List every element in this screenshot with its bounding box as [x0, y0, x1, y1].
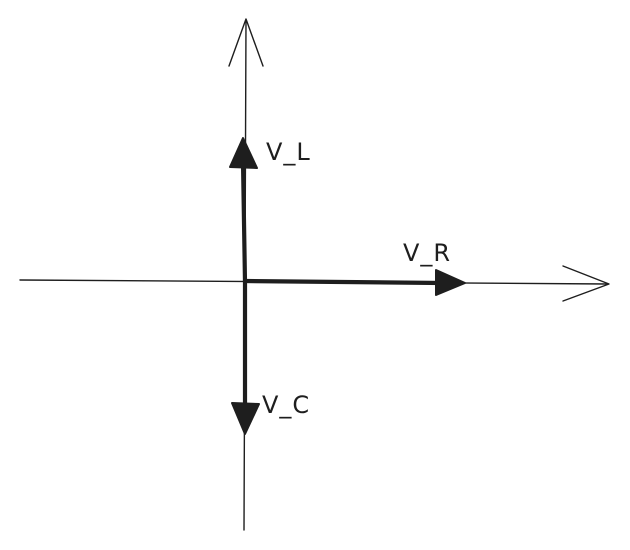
vector-v-l-arrowhead: [229, 137, 258, 169]
vertical-axis-arrowhead: [228, 18, 264, 67]
vector-v-l: [229, 137, 258, 285]
vector-v-r-label: V_R: [403, 239, 451, 267]
vector-v-l-shaft: [240, 159, 248, 285]
vector-v-c-label: V_C: [262, 391, 310, 419]
vector-v-c-arrowhead: [231, 402, 260, 435]
vector-v-r-shaft: [242, 278, 445, 286]
vector-v-r: [242, 269, 466, 296]
vector-v-l-label: V_L: [266, 138, 311, 166]
vector-v-r-arrowhead: [435, 269, 466, 296]
horizontal-axis-arrowhead: [562, 265, 610, 302]
vector-v-c: [231, 279, 260, 435]
